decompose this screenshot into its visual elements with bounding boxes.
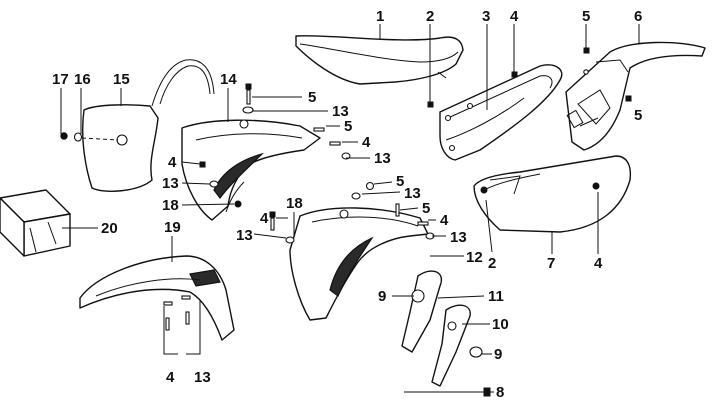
callout-2-top: 2: [426, 8, 434, 25]
chain-guard-part: [401, 270, 483, 387]
callout-10: 10: [492, 316, 509, 333]
callout-19: 19: [164, 219, 181, 236]
callout-5-mid: 5: [396, 173, 404, 190]
callout-9-lower: 9: [494, 346, 502, 363]
callout-4-bottom: 4: [166, 369, 175, 386]
callout-5-shroud: 5: [344, 118, 352, 135]
right-side-cover-part: [473, 155, 632, 233]
callout-5-top: 5: [582, 8, 590, 25]
number-plate-part: [81, 59, 215, 192]
fasteners: [163, 47, 632, 331]
callout-4-center: 4: [260, 210, 269, 227]
callout-14: 14: [220, 71, 237, 88]
callout-17: 17: [52, 71, 69, 88]
callout-5-rear: 5: [634, 107, 642, 124]
callout-13-shroud: 13: [374, 150, 391, 167]
front-fender-part: [79, 255, 235, 341]
callout-2-lower: 2: [488, 255, 496, 272]
callout-13-bottom: 13: [194, 369, 211, 386]
left-radiator-shroud-part: [181, 119, 321, 221]
callout-15: 15: [113, 71, 130, 88]
callout-9-upper: 9: [378, 288, 386, 305]
cable-tie-part: [404, 387, 491, 397]
right-radiator-shroud-part: [289, 207, 429, 321]
left-side-cover-part: [439, 64, 563, 161]
callout-4-left: 4: [168, 154, 177, 171]
callout-13-upper: 13: [332, 103, 349, 120]
seat-part: [295, 35, 464, 85]
callout-16: 16: [74, 71, 91, 88]
callout-labels: 1 2 3 4 5 6 17 16 15 14 5 13 5 5 4 13 4 …: [52, 8, 642, 401]
callout-1: 1: [376, 8, 384, 25]
callout-20: 20: [101, 220, 118, 237]
callout-13-lower: 13: [450, 229, 467, 246]
foam-block-part: [0, 189, 71, 257]
callout-18-center: 18: [286, 195, 303, 212]
callout-4-lower: 4: [440, 212, 449, 229]
callout-5-plate: 5: [308, 89, 316, 106]
leader-lines: [60, 24, 640, 393]
callout-13-mid: 13: [404, 185, 421, 202]
rear-fender-part: [565, 41, 706, 151]
callout-13-left: 13: [162, 175, 179, 192]
callout-7: 7: [547, 255, 555, 272]
callout-11: 11: [488, 288, 504, 305]
callout-6: 6: [634, 8, 642, 25]
callout-4-right: 4: [594, 255, 603, 272]
callout-3: 3: [482, 8, 490, 25]
callout-13-center: 13: [236, 227, 253, 244]
callout-8: 8: [496, 384, 504, 401]
callout-18-left: 18: [162, 197, 179, 214]
number-plate-fastener: [60, 132, 83, 142]
callout-5-lower: 5: [422, 200, 430, 217]
callout-12: 12: [466, 249, 483, 266]
callout-4-shroud: 4: [362, 134, 371, 151]
callout-4-top: 4: [510, 8, 519, 25]
